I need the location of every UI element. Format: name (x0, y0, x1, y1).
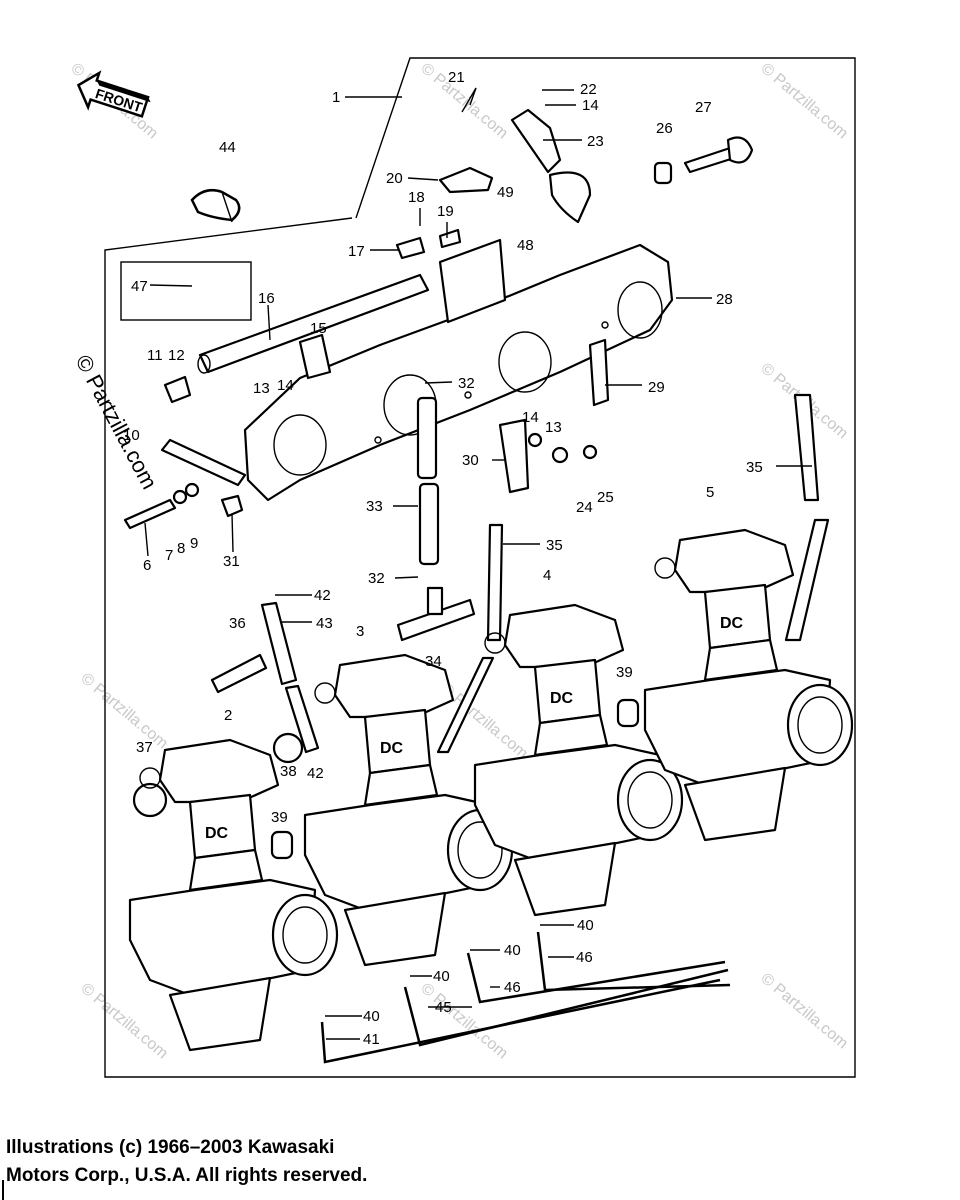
callout-32a: 32 (458, 375, 475, 392)
part-spring (653, 161, 673, 185)
part-throttle-shaft (197, 108, 754, 374)
callout-30: 30 (462, 452, 479, 469)
copyright-line-1: Illustrations (c) 1966–2003 Kawasaki (6, 1137, 335, 1158)
callout-23: 23 (587, 133, 604, 150)
callout-35a: 35 (546, 537, 563, 554)
callout-22: 22 (580, 81, 597, 98)
part-fittings (132, 653, 640, 860)
watermark: © Partzilla.com (757, 970, 851, 1052)
callout-34: 34 (425, 653, 442, 670)
diagram-frame (104, 57, 856, 1078)
callout-20: 20 (386, 170, 403, 187)
callout-40b: 40 (504, 942, 521, 959)
callout-46b: 46 (504, 979, 521, 996)
callout-43: 43 (316, 615, 333, 632)
callout-25: 25 (597, 489, 614, 506)
callout-42a: 42 (314, 587, 331, 604)
part-screw (683, 146, 736, 174)
part-tee-fitting (396, 586, 476, 642)
callout-32b: 32 (368, 570, 385, 587)
watermark: © Partzilla.com (757, 60, 851, 142)
part-return-spring (588, 338, 610, 407)
callout-49: 49 (497, 184, 514, 201)
callout-12: 12 (168, 347, 185, 364)
detail-box-47 (120, 261, 252, 321)
part-bracket (438, 166, 494, 194)
callout-40d: 40 (363, 1008, 380, 1025)
part-hoses (260, 393, 830, 754)
callout-14c: 14 (522, 409, 539, 426)
watermark: © Partzilla.com (417, 980, 511, 1062)
callout-45: 45 (435, 999, 452, 1016)
callout-1: 1 (332, 89, 340, 106)
copyright-notice: Illustrations (c) 1966–2003 Kawasaki Mot… (6, 1134, 606, 1190)
callout-39b: 39 (616, 664, 633, 681)
callout-11: 11 (147, 347, 163, 364)
callout-7: 7 (165, 547, 173, 564)
callout-31: 31 (223, 553, 240, 570)
callout-14b: 14 (582, 97, 599, 114)
callout-18: 18 (408, 189, 425, 206)
leader-lines (144, 87, 812, 1040)
text-cursor (2, 1180, 4, 1200)
callout-38: 38 (280, 763, 297, 780)
callout-4: 4 (543, 567, 551, 584)
callout-40c: 40 (433, 968, 450, 985)
callout-5: 5 (706, 484, 714, 501)
callout-6: 6 (143, 557, 151, 574)
callout-33: 33 (366, 498, 383, 515)
callout-3: 3 (356, 623, 364, 640)
callout-48: 48 (517, 237, 534, 254)
parts-diagram: © Partzilla.com © Partzilla.com © Partzi… (67, 57, 856, 1078)
callout-8: 8 (177, 540, 185, 557)
callout-26: 26 (656, 120, 673, 137)
callout-16: 16 (258, 290, 275, 307)
callout-17: 17 (348, 243, 365, 260)
callout-2: 2 (224, 707, 232, 724)
callout-44: 44 (219, 139, 236, 156)
callout-9: 9 (190, 535, 198, 552)
callout-10: 10 (123, 427, 140, 444)
watermark: © Partzilla.com (77, 980, 171, 1062)
callout-29: 29 (648, 379, 665, 396)
callout-labels: 1 2 3 4 5 6 7 8 9 10 11 12 13 14 15 16 1… (123, 69, 763, 1048)
watermark: © Partzilla.com (71, 351, 163, 494)
copyright-line-2: Motors Corp., U.S.A. All rights reserved… (6, 1165, 368, 1186)
callout-13b: 13 (545, 419, 562, 436)
carburetor-1 (128, 738, 339, 1052)
part-lever (510, 108, 562, 174)
part-mounting-plate (243, 243, 674, 502)
part-links (160, 333, 610, 494)
callout-13a: 13 (253, 380, 270, 397)
part-adjuster (123, 482, 244, 530)
callout-40a: 40 (577, 917, 594, 934)
callout-39a: 39 (271, 809, 288, 826)
callout-28: 28 (716, 291, 733, 308)
callout-24: 24 (576, 499, 593, 516)
watermark: © Partzilla.com (77, 670, 171, 752)
callout-36: 36 (229, 615, 246, 632)
callout-15: 15 (310, 320, 327, 337)
callout-19: 19 (437, 203, 454, 220)
callout-41: 41 (363, 1031, 380, 1048)
callout-27: 27 (695, 99, 712, 116)
callout-46a: 46 (576, 949, 593, 966)
callout-47: 47 (131, 278, 148, 295)
callout-35b: 35 (746, 459, 763, 476)
callout-21: 21 (448, 69, 465, 86)
callout-42b: 42 (307, 765, 324, 782)
part-clip (190, 189, 241, 223)
part-vent-hoses (320, 931, 731, 1064)
callout-14a: 14 (277, 377, 294, 394)
callout-37: 37 (136, 739, 153, 756)
